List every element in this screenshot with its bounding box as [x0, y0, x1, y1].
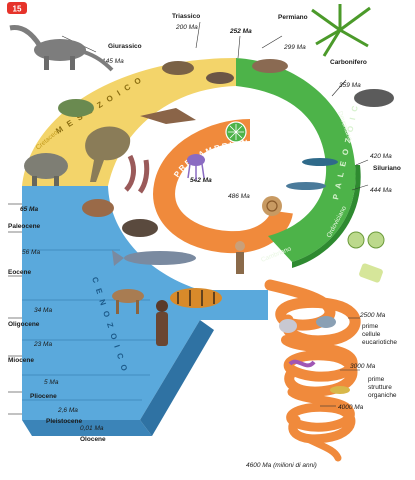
precambrian-inner-arc	[153, 119, 293, 254]
cenozoic-band	[22, 186, 268, 420]
tyrannosaur-icon	[85, 126, 131, 182]
human-icon	[156, 241, 245, 346]
label-olocene: Olocene	[80, 436, 106, 443]
tick-lines	[8, 21, 369, 415]
label-giurassico: Giurassico	[108, 43, 142, 50]
label-paleocene: Paleocene	[8, 223, 41, 230]
mesozoic-band	[22, 58, 236, 186]
trilobite-icon	[225, 121, 247, 143]
note-eukaryote-2: cellule	[362, 331, 381, 338]
label-486ma: 486 Ma	[228, 193, 250, 200]
pterosaur-icon	[140, 108, 196, 124]
label-444ma: 444 Ma	[370, 187, 392, 194]
label-triassico: Triassico	[172, 13, 200, 20]
reptile-icon	[162, 59, 288, 84]
bacteria-icon	[124, 154, 150, 194]
label-2500ma: 2500 Ma	[359, 312, 386, 319]
note-organic-1: prime	[368, 376, 385, 383]
label-permiano: Permiano	[278, 14, 308, 21]
label-eocene: Eocene	[8, 269, 32, 276]
jellyfish-icon	[187, 154, 205, 180]
cenozoic-band-side	[140, 320, 214, 436]
label-carbonifero: Carbonifero	[330, 59, 367, 66]
label-542ma: 542 Ma	[190, 177, 212, 184]
horse-icon	[82, 199, 158, 314]
paleozoic-band-edge	[292, 165, 361, 268]
cenozoic-band-front	[22, 420, 152, 436]
note-eukaryote-1: prime	[362, 323, 379, 330]
label-359ma: 359 Ma	[339, 82, 361, 89]
label-252ma: 252 Ma	[229, 28, 252, 35]
figure-badge: 15	[7, 2, 27, 14]
whale-icon	[112, 250, 196, 266]
label-miocene: Miocene	[8, 357, 34, 364]
figure-number: 15	[13, 5, 22, 14]
label-siluriano: Siluriano	[373, 165, 401, 172]
label-4000ma: 4000 Ma	[338, 404, 364, 411]
label-5ma: 5 Ma	[44, 379, 59, 386]
sauropod-icon	[9, 25, 114, 72]
label-34ma: 34 Ma	[34, 307, 52, 314]
nautilus-icon	[262, 196, 282, 216]
triceratops-icon	[24, 153, 68, 186]
label-2-6ma: 2,6 Ma	[57, 407, 78, 414]
note-organic-3: organiche	[368, 392, 397, 399]
label-200ma: 200 Ma	[175, 24, 198, 31]
label-56ma: 56 Ma	[22, 249, 40, 256]
cell-icon	[279, 231, 385, 394]
label-65ma: 65 Ma	[20, 206, 38, 213]
label-145ma: 145 Ma	[102, 58, 124, 65]
label-0-01ma: 0,01 Ma	[80, 425, 104, 432]
label-420ma: 420 Ma	[370, 153, 392, 160]
label-299ma: 299 Ma	[283, 44, 306, 51]
precambrian-spiral	[264, 279, 361, 462]
paleozoic-band	[236, 58, 356, 262]
turtle-icon	[58, 99, 94, 117]
label-4600ma: 4600 Ma (milioni di anni)	[246, 462, 317, 469]
label-oligocene: Oligocene	[8, 321, 40, 328]
fern-icon	[311, 4, 371, 57]
note-organic-2: strutture	[368, 384, 392, 391]
label-23ma: 23 Ma	[33, 341, 52, 348]
note-eukaryote-3: eucariotiche	[362, 339, 397, 346]
label-3000ma: 3000 Ma	[350, 363, 376, 370]
label-pliocene: Pliocene	[30, 393, 57, 400]
timeline-labels: Giurassico 145 Ma Triassico 200 Ma 252 M…	[8, 13, 401, 469]
fish-icon	[286, 89, 394, 190]
label-pleistocene: Pleistocene	[46, 418, 83, 425]
tiger-icon	[170, 288, 222, 308]
